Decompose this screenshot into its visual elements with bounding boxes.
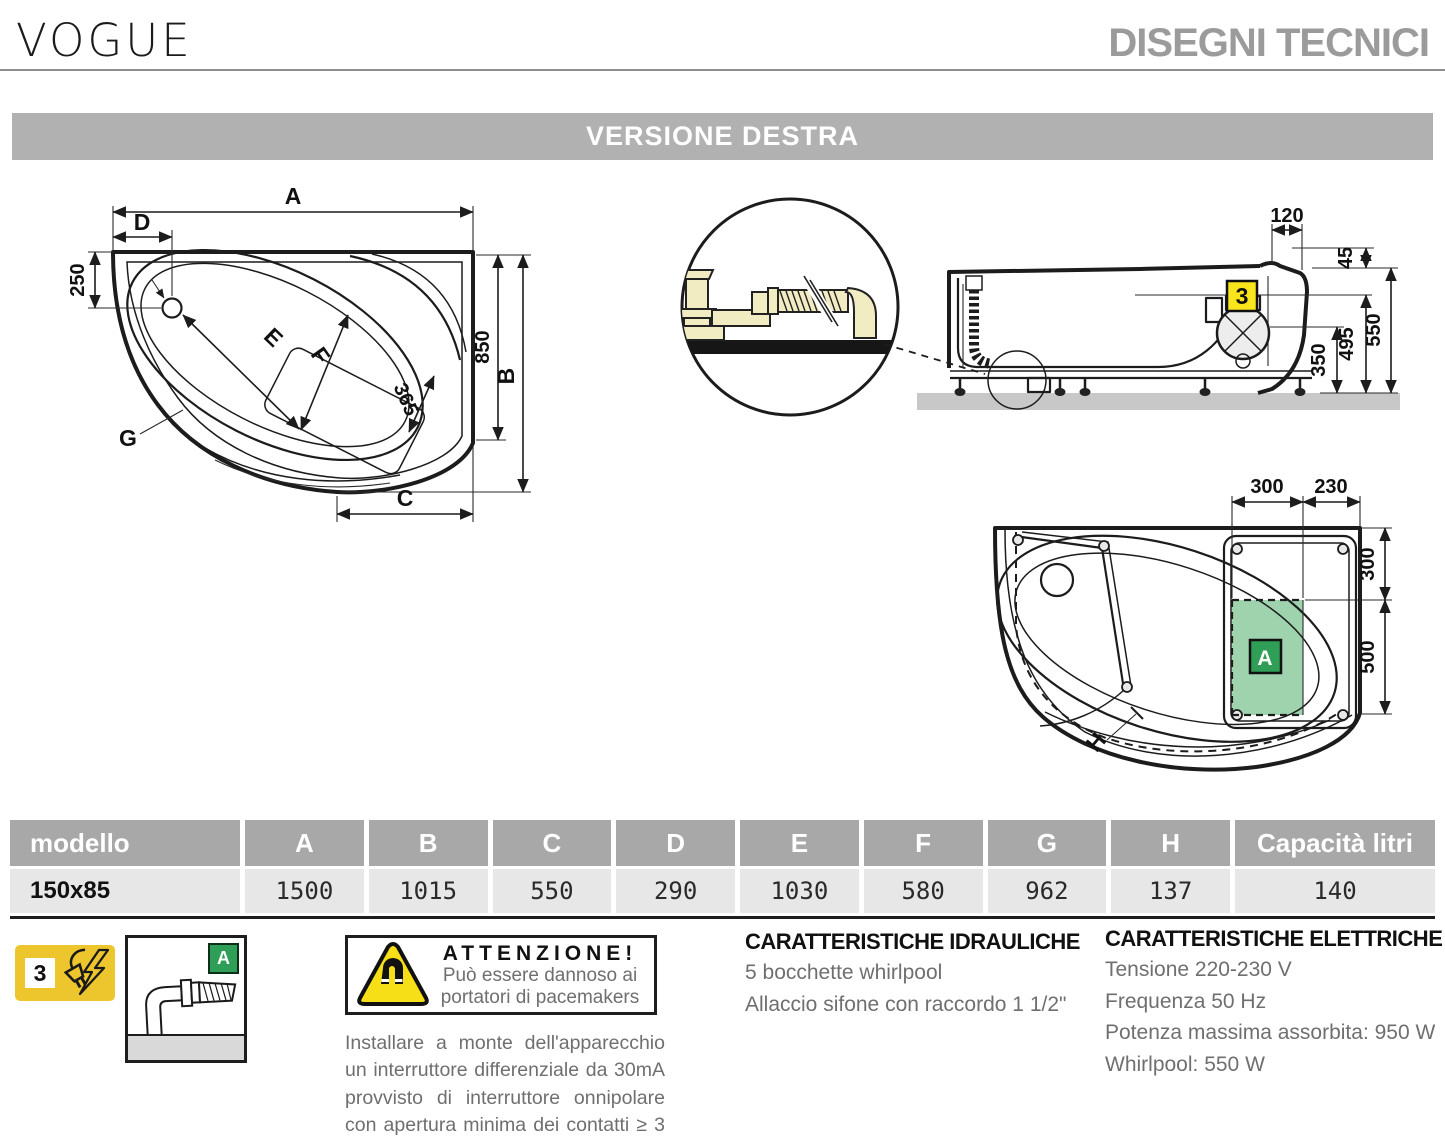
dim-label-230: 230 <box>1314 476 1347 498</box>
electrical-warning-badge-graphic: 3 <box>25 948 110 996</box>
electric-title: CARATTERISTICHE ELETTRICHE <box>1105 926 1443 951</box>
callout-badge-3: 3 <box>1236 283 1249 309</box>
lightning-icon <box>78 948 110 996</box>
version-banner-label: VERSIONE DESTRA <box>585 121 860 151</box>
cell-f: 580 <box>863 869 983 913</box>
electric-line-2: Frequenza 50 Hz <box>1105 989 1267 1013</box>
page-title: DISEGNI TECNICI <box>1108 21 1430 65</box>
electric-line-4: Whirlpool: 550 W <box>1105 1052 1265 1076</box>
hydraulic-line-2: Allaccio sifone con raccordo 1 1/2" <box>745 992 1067 1016</box>
electric-characteristics: CARATTERISTICHE ELETTRICHE Tensione 220-… <box>1105 926 1445 1080</box>
dim-label-350: 350 <box>1308 343 1330 376</box>
top-view-drawing: A D 250 E F 365 850 B C <box>67 183 531 522</box>
col-header-g: G <box>987 820 1107 866</box>
dim-label-F: F <box>306 342 335 368</box>
attention-title: ATTENZIONE! <box>442 942 638 966</box>
dimensions-table: modello A B C D E F G H Capacità litri 1… <box>10 820 1435 919</box>
dim-label-D: D <box>134 209 151 235</box>
hydraulic-title: CARATTERISTICHE IDRAULICHE <box>745 929 1080 954</box>
plug-icon <box>63 948 87 989</box>
footer: 3 A <box>0 924 1445 1136</box>
siphon-icon <box>145 978 237 1038</box>
hydraulic-characteristics: CARATTERISTICHE IDRAULICHE 5 bocchette w… <box>745 929 1115 1020</box>
col-header-c: C <box>492 820 612 866</box>
side-view-drawing: 3 120 45 550 495 350 <box>917 205 1400 410</box>
support-legs <box>958 378 1302 389</box>
hydraulic-line-1: 5 bocchette whirlpool <box>745 961 943 984</box>
version-banner: VERSIONE DESTRA <box>12 113 1433 160</box>
table-row: 150x85 1500 1015 550 290 1030 580 962 13… <box>10 869 1435 913</box>
badge-number-3: 3 <box>34 960 47 986</box>
col-header-modello: modello <box>10 820 240 866</box>
attention-box: ATTENZIONE! Può essere dannoso ai portat… <box>345 935 657 1015</box>
col-header-f: F <box>863 820 983 866</box>
cell-a: 1500 <box>245 869 364 913</box>
cell-c: 550 <box>492 869 612 913</box>
electric-line-1: Tensione 220-230 V <box>1105 958 1292 981</box>
dim-label-A: A <box>285 183 302 209</box>
dim-label-E: E <box>259 323 288 352</box>
attention-line-2: portatori di pacemakers <box>440 986 640 1008</box>
dim-label-495: 495 <box>1336 327 1358 360</box>
dim-label-45: 45 <box>1335 247 1357 269</box>
dim-label-120: 120 <box>1270 205 1303 227</box>
siphon-detail-box: A <box>125 935 247 1063</box>
dim-label-250: 250 <box>67 263 89 296</box>
table-header-row: modello A B C D E F G H Capacità litri <box>10 820 1435 866</box>
electrical-warning-badge: 3 <box>15 945 115 1001</box>
magnet-warning-icon <box>357 942 429 1006</box>
dim-label-300-right: 300 <box>1357 547 1379 580</box>
dim-label-850: 850 <box>472 330 494 363</box>
cell-model: 150x85 <box>10 869 240 913</box>
plumbing-detail-circle <box>680 197 986 417</box>
col-header-h: H <box>1111 820 1230 866</box>
dim-label-500: 500 <box>1357 640 1379 673</box>
technical-drawings: A D 250 E F 365 850 B C <box>67 183 1400 772</box>
col-header-a: A <box>245 820 364 866</box>
col-header-b: B <box>368 820 488 866</box>
col-header-d: D <box>616 820 735 866</box>
electric-line-3: Potenza massima assorbita: 950 W <box>1105 1021 1436 1044</box>
dim-label-C: C <box>397 485 414 511</box>
cell-b: 1015 <box>368 869 488 913</box>
cell-d: 290 <box>616 869 735 913</box>
floor-strip <box>128 1034 244 1060</box>
dim-label-G: G <box>119 425 137 451</box>
cell-e: 1030 <box>740 869 859 913</box>
attention-line-1: Può essere dannoso ai <box>442 965 638 987</box>
col-header-capacity: Capacità litri <box>1235 820 1435 866</box>
brand-name: VOGUE <box>16 14 193 67</box>
header: VOGUE DISEGNI TECNICI <box>0 0 1445 71</box>
zone-badge-A: A <box>1257 647 1272 670</box>
cell-capacity: 140 <box>1235 869 1435 913</box>
cell-g: 962 <box>987 869 1107 913</box>
cell-h: 137 <box>1111 869 1230 913</box>
zone-a-badge: A <box>208 943 239 974</box>
dim-label-300-top: 300 <box>1250 476 1283 498</box>
dim-label-B: B <box>493 368 519 385</box>
col-header-e: E <box>740 820 859 866</box>
magnet-glyph <box>381 958 403 984</box>
frame-view-drawing: A 300 230 300 500 H <box>993 476 1392 772</box>
installation-note: Installare a monte dell'apparecchio un i… <box>345 1032 665 1136</box>
